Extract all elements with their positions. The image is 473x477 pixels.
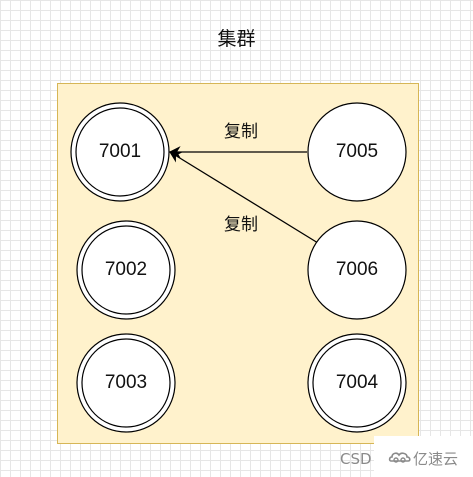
- edge-label-7005-7001: 复制: [224, 122, 258, 142]
- node-7006[interactable]: [307, 220, 407, 320]
- node-7001[interactable]: [70, 102, 170, 202]
- node-7004[interactable]: [307, 333, 407, 433]
- node-7002-label: 7002: [104, 259, 148, 280]
- watermark-prefix: CSD: [340, 450, 372, 468]
- yisu-cloud-icon: [388, 452, 411, 463]
- diagram-title: 集群: [217, 28, 256, 50]
- node-7003-label: 7003: [104, 372, 148, 393]
- node-7001-label: 7001: [98, 141, 142, 162]
- watermark-brand-text: 亿速云: [413, 450, 459, 468]
- node-7004-label: 7004: [335, 372, 379, 393]
- node-7003[interactable]: [76, 333, 176, 433]
- edge-label-7006-7001: 复制: [224, 215, 258, 235]
- node-7005-label: 7005: [335, 141, 379, 162]
- edge-7006-to-7001: [169, 151, 319, 244]
- node-7005[interactable]: [307, 102, 407, 202]
- node-7006-label: 7006: [335, 259, 379, 280]
- node-7002[interactable]: [76, 220, 176, 320]
